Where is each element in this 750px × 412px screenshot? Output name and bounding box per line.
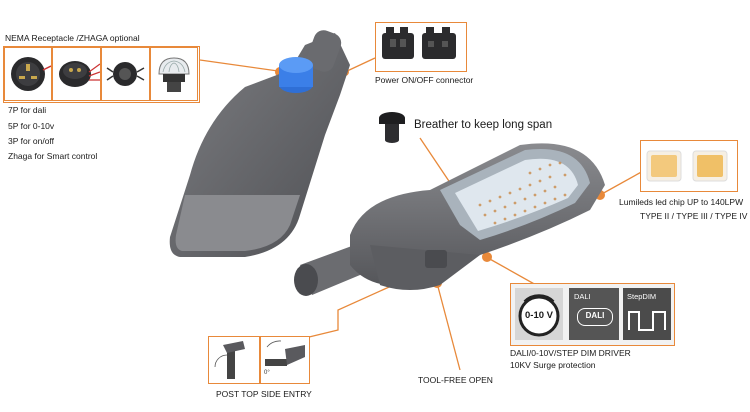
nema-7p-receptacle-image bbox=[4, 47, 52, 101]
callout-line-mount bbox=[304, 282, 399, 339]
streetlight-rear-view bbox=[169, 30, 350, 257]
nema-line-4: Zhaga for Smart control bbox=[8, 151, 98, 161]
dimming-0-10v-text: 0-10 V bbox=[525, 310, 553, 321]
zhaga-sensor-image bbox=[150, 47, 198, 101]
dimming-0-10v-badge: 0-10 V bbox=[515, 288, 563, 340]
stepdim-badge-title: StepDIM bbox=[627, 292, 657, 301]
driver-line-1: DALI/0-10V/STEP DIM DRIVER bbox=[510, 348, 631, 358]
breather-valve-icon bbox=[379, 112, 405, 143]
side-entry-image: 0° bbox=[260, 336, 310, 384]
side-entry-label: SIDE ENTRY bbox=[261, 389, 312, 399]
led-chip-label: Lumileds led chip UP to 140LPW bbox=[619, 197, 744, 207]
dali-logo-text: DALI bbox=[585, 311, 605, 320]
dali-badge-title: DALI bbox=[574, 292, 591, 301]
side-entry-angle: 0° bbox=[264, 370, 270, 376]
power-connector-label: Power ON/OFF connector bbox=[375, 75, 474, 85]
nema-5p-receptacle-image bbox=[52, 47, 101, 101]
post-top-image bbox=[208, 336, 260, 384]
streetlight-main-view bbox=[294, 143, 605, 296]
callout-line-led bbox=[599, 169, 646, 196]
breather-label: Breather to keep long span bbox=[414, 119, 553, 131]
receptacle-7p-icon bbox=[11, 57, 52, 91]
led-chip-panel bbox=[640, 140, 738, 192]
nema-title: NEMA Receptacle /ZHAGA optional bbox=[5, 33, 140, 43]
callout-line-power bbox=[344, 57, 376, 73]
nema-line-3: 3P for on/off bbox=[8, 136, 54, 146]
zhaga-sensor-icon bbox=[158, 57, 190, 92]
dali-logo: DALI bbox=[577, 308, 613, 326]
driver-line-2: 10KV Surge protection bbox=[510, 360, 596, 370]
dali-badge: DALI DALI bbox=[569, 288, 619, 340]
stepdim-badge: StepDIM bbox=[623, 288, 671, 340]
dimming-dial-icon bbox=[518, 294, 560, 337]
post-top-label: POST TOP bbox=[216, 389, 259, 399]
nema-line-1: 7P for dali bbox=[8, 105, 47, 115]
receptacle-3p-icon bbox=[106, 62, 145, 86]
driver-options-panel: 0-10 V DALI DALI StepDIM bbox=[510, 283, 675, 346]
stepdim-wave-icon bbox=[628, 311, 666, 331]
side-entry-mount-icon bbox=[265, 340, 305, 366]
callout-line-toolfree bbox=[436, 282, 461, 371]
nema-connector-panel bbox=[3, 46, 200, 103]
post-top-mount-icon bbox=[214, 341, 245, 379]
nema-line-2: 5P for 0-10v bbox=[8, 121, 55, 131]
nema-3p-receptacle-image bbox=[101, 47, 150, 101]
callout-line-nema bbox=[199, 59, 286, 73]
power-connector-panel bbox=[375, 22, 467, 72]
power-connector-icon bbox=[382, 27, 456, 59]
receptacle-5p-icon bbox=[59, 61, 101, 87]
tool-free-open-label: TOOL-FREE OPEN bbox=[418, 375, 493, 385]
led-optics-types: TYPE II / TYPE III / TYPE IV bbox=[640, 211, 748, 221]
callout-dot-driver bbox=[482, 252, 492, 262]
led-chip-icon bbox=[646, 150, 728, 182]
